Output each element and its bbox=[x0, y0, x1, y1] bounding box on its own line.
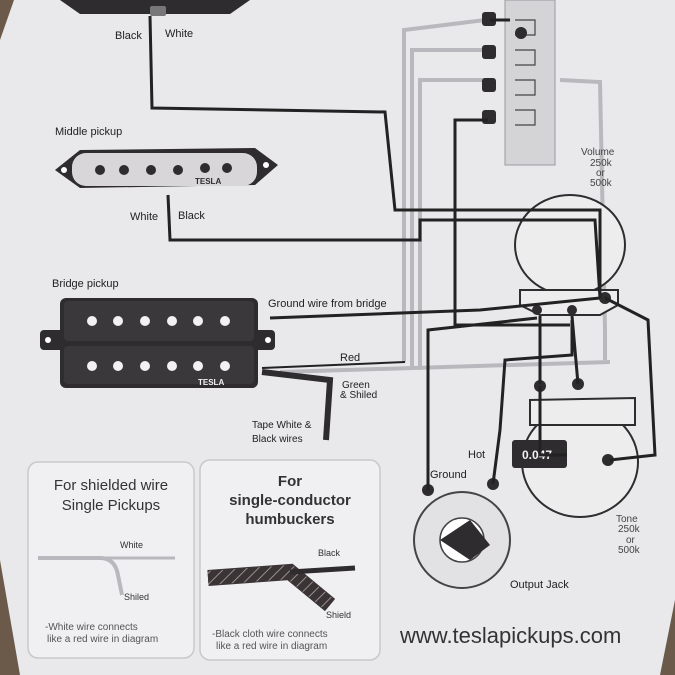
single-note-line2: like a red wire in diagram bbox=[216, 641, 327, 652]
single-title-line2: single-conductor bbox=[229, 492, 351, 509]
single-title-line1: For bbox=[278, 473, 302, 490]
volume-pot-line4: 500k bbox=[590, 178, 613, 189]
tone-pot-line3: or bbox=[626, 535, 636, 546]
middle-black-label: Black bbox=[178, 210, 205, 222]
neck-white-label: White bbox=[165, 28, 193, 40]
bridge-pickup bbox=[40, 298, 275, 388]
middle-pickup bbox=[55, 148, 278, 188]
single-title-line3: humbuckers bbox=[245, 511, 334, 528]
single-note-line1: -Black cloth wire connects bbox=[212, 629, 328, 640]
jack-hot-label: Hot bbox=[468, 449, 485, 461]
single-conductor-box bbox=[199, 459, 381, 661]
volume-pot-line1: Volume bbox=[581, 147, 615, 158]
shielded-white-label: White bbox=[120, 540, 143, 550]
capacitor-value: 0.047 bbox=[522, 448, 552, 462]
volume-pot-line3: or bbox=[596, 168, 606, 179]
tape-label-line1: Tape White & bbox=[252, 420, 312, 431]
shielded-title-line2: Single Pickups bbox=[62, 497, 160, 514]
volume-pot bbox=[514, 194, 626, 316]
volume-pot-line2: 250k bbox=[590, 158, 613, 169]
red-wire-label: Red bbox=[340, 352, 360, 364]
output-jack-label: Output Jack bbox=[510, 579, 569, 591]
five-way-switch bbox=[482, 0, 556, 166]
shielded-note-line2: like a red wire in diagram bbox=[47, 634, 158, 645]
tone-pot-line1: Tone bbox=[616, 514, 638, 525]
green-label-line2: & Shiled bbox=[340, 390, 377, 401]
tone-pot bbox=[521, 378, 639, 518]
shielded-title-line1: For shielded wire bbox=[54, 477, 168, 494]
neck-black-label: Black bbox=[115, 30, 142, 42]
ground-wire-label: Ground wire from bridge bbox=[268, 298, 387, 310]
single-black-label: Black bbox=[318, 548, 341, 558]
grey-wires bbox=[279, 18, 611, 374]
bridge-pickup-brand: TESLA bbox=[198, 378, 224, 387]
tape-label-line2: Black wires bbox=[252, 434, 303, 445]
middle-pickup-brand: TESLA bbox=[195, 177, 221, 186]
neck-pickup bbox=[60, 0, 250, 16]
bridge-wire-bundle bbox=[261, 361, 406, 441]
output-jack bbox=[413, 478, 511, 589]
middle-pickup-label: Middle pickup bbox=[55, 126, 122, 138]
bridge-pickup-label: Bridge pickup bbox=[52, 278, 119, 290]
website-url: www.teslapickups.com bbox=[399, 623, 621, 648]
single-shield-label: Shield bbox=[326, 610, 351, 620]
black-wires bbox=[148, 15, 657, 490]
tone-pot-line4: 500k bbox=[618, 545, 641, 556]
shielded-wire-box bbox=[27, 461, 195, 659]
middle-white-label: White bbox=[130, 211, 158, 223]
shielded-note-line1: -White wire connects bbox=[45, 622, 138, 633]
shielded-shiled-label: Shiled bbox=[124, 592, 149, 602]
green-label-line1: Green bbox=[342, 380, 370, 391]
jack-ground-label: Ground bbox=[430, 469, 467, 481]
tone-pot-line2: 250k bbox=[618, 524, 641, 535]
